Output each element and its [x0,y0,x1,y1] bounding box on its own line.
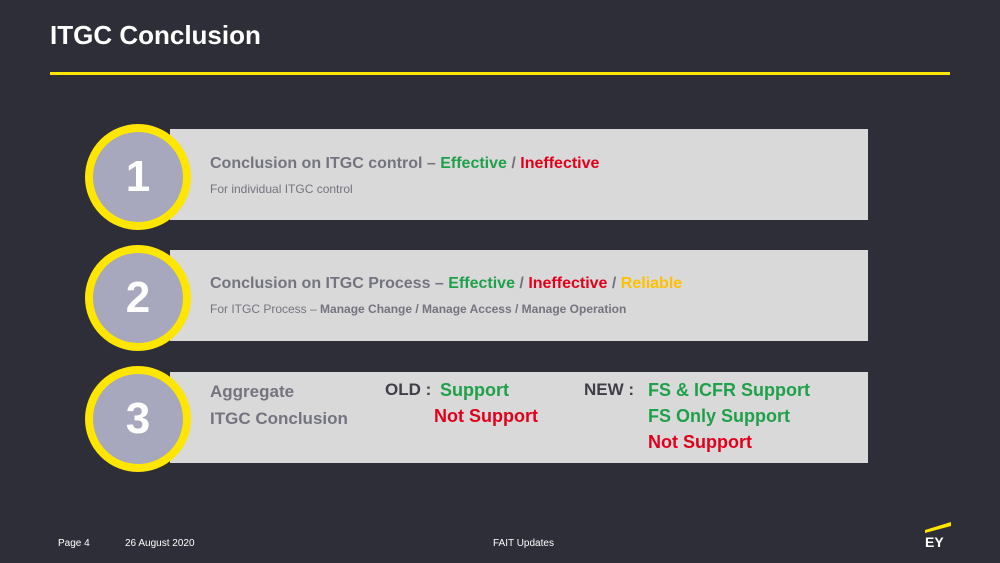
old-label: OLD : [385,380,432,399]
page-title: ITGC Conclusion [50,20,261,50]
old-value-not-support: Not Support [434,406,538,426]
row-2-subtext: For ITGC Process – Manage Change / Manag… [210,302,626,316]
old-value-support: Support [440,380,509,400]
ey-logo-icon: EY [923,520,959,550]
row-1-heading: Conclusion on ITGC control – Effective /… [210,155,599,173]
row-2-effective: Effective [448,275,515,292]
new-value-fs-icfr-support: FS & ICFR Support [648,380,810,400]
step-number-3: 3 [85,366,191,472]
footer-page-number: Page 4 [58,538,90,549]
row-2-ineffective: Ineffective [528,275,608,292]
footer-date: 26 August 2020 [125,538,195,549]
conclusion-row-2: Conclusion on ITGC Process – Effective /… [170,250,868,341]
row-2-sub-bold: Manage Change / Manage Access / Manage O… [320,302,627,316]
row-2-heading-prefix: Conclusion on ITGC Process – [210,275,449,292]
row-3-heading-line-2: ITGC Conclusion [210,409,348,428]
row-2-sep-2: / [607,275,621,292]
row-1-effective: Effective [440,155,507,172]
row-2-sub-prefix: For ITGC Process – [210,302,321,316]
row-2-heading: Conclusion on ITGC Process – Effective /… [210,275,682,293]
conclusion-row-1: Conclusion on ITGC control – Effective /… [170,129,868,220]
row-1-subtext: For individual ITGC control [210,182,353,196]
logo-text: EY [925,534,944,550]
conclusion-row-3: Aggregate ITGC Conclusion OLD : Support … [170,372,868,463]
step-number-1: 1 [85,124,191,230]
row-2-reliable: Reliable [620,275,683,292]
row-2-sep-1: / [514,275,529,292]
row-1-ineffective: Ineffective [520,155,600,172]
new-label: NEW : [584,380,635,399]
footer-title: FAIT Updates [493,538,554,549]
row-1-sep: / [506,155,521,172]
step-number-2: 2 [85,245,191,351]
new-value-fs-only-support: FS Only Support [648,406,790,426]
title-divider [50,72,950,75]
row-1-heading-prefix: Conclusion on ITGC control – [210,155,441,172]
row-3-heading-line-1: Aggregate [210,382,295,401]
new-value-not-support: Not Support [648,432,752,452]
